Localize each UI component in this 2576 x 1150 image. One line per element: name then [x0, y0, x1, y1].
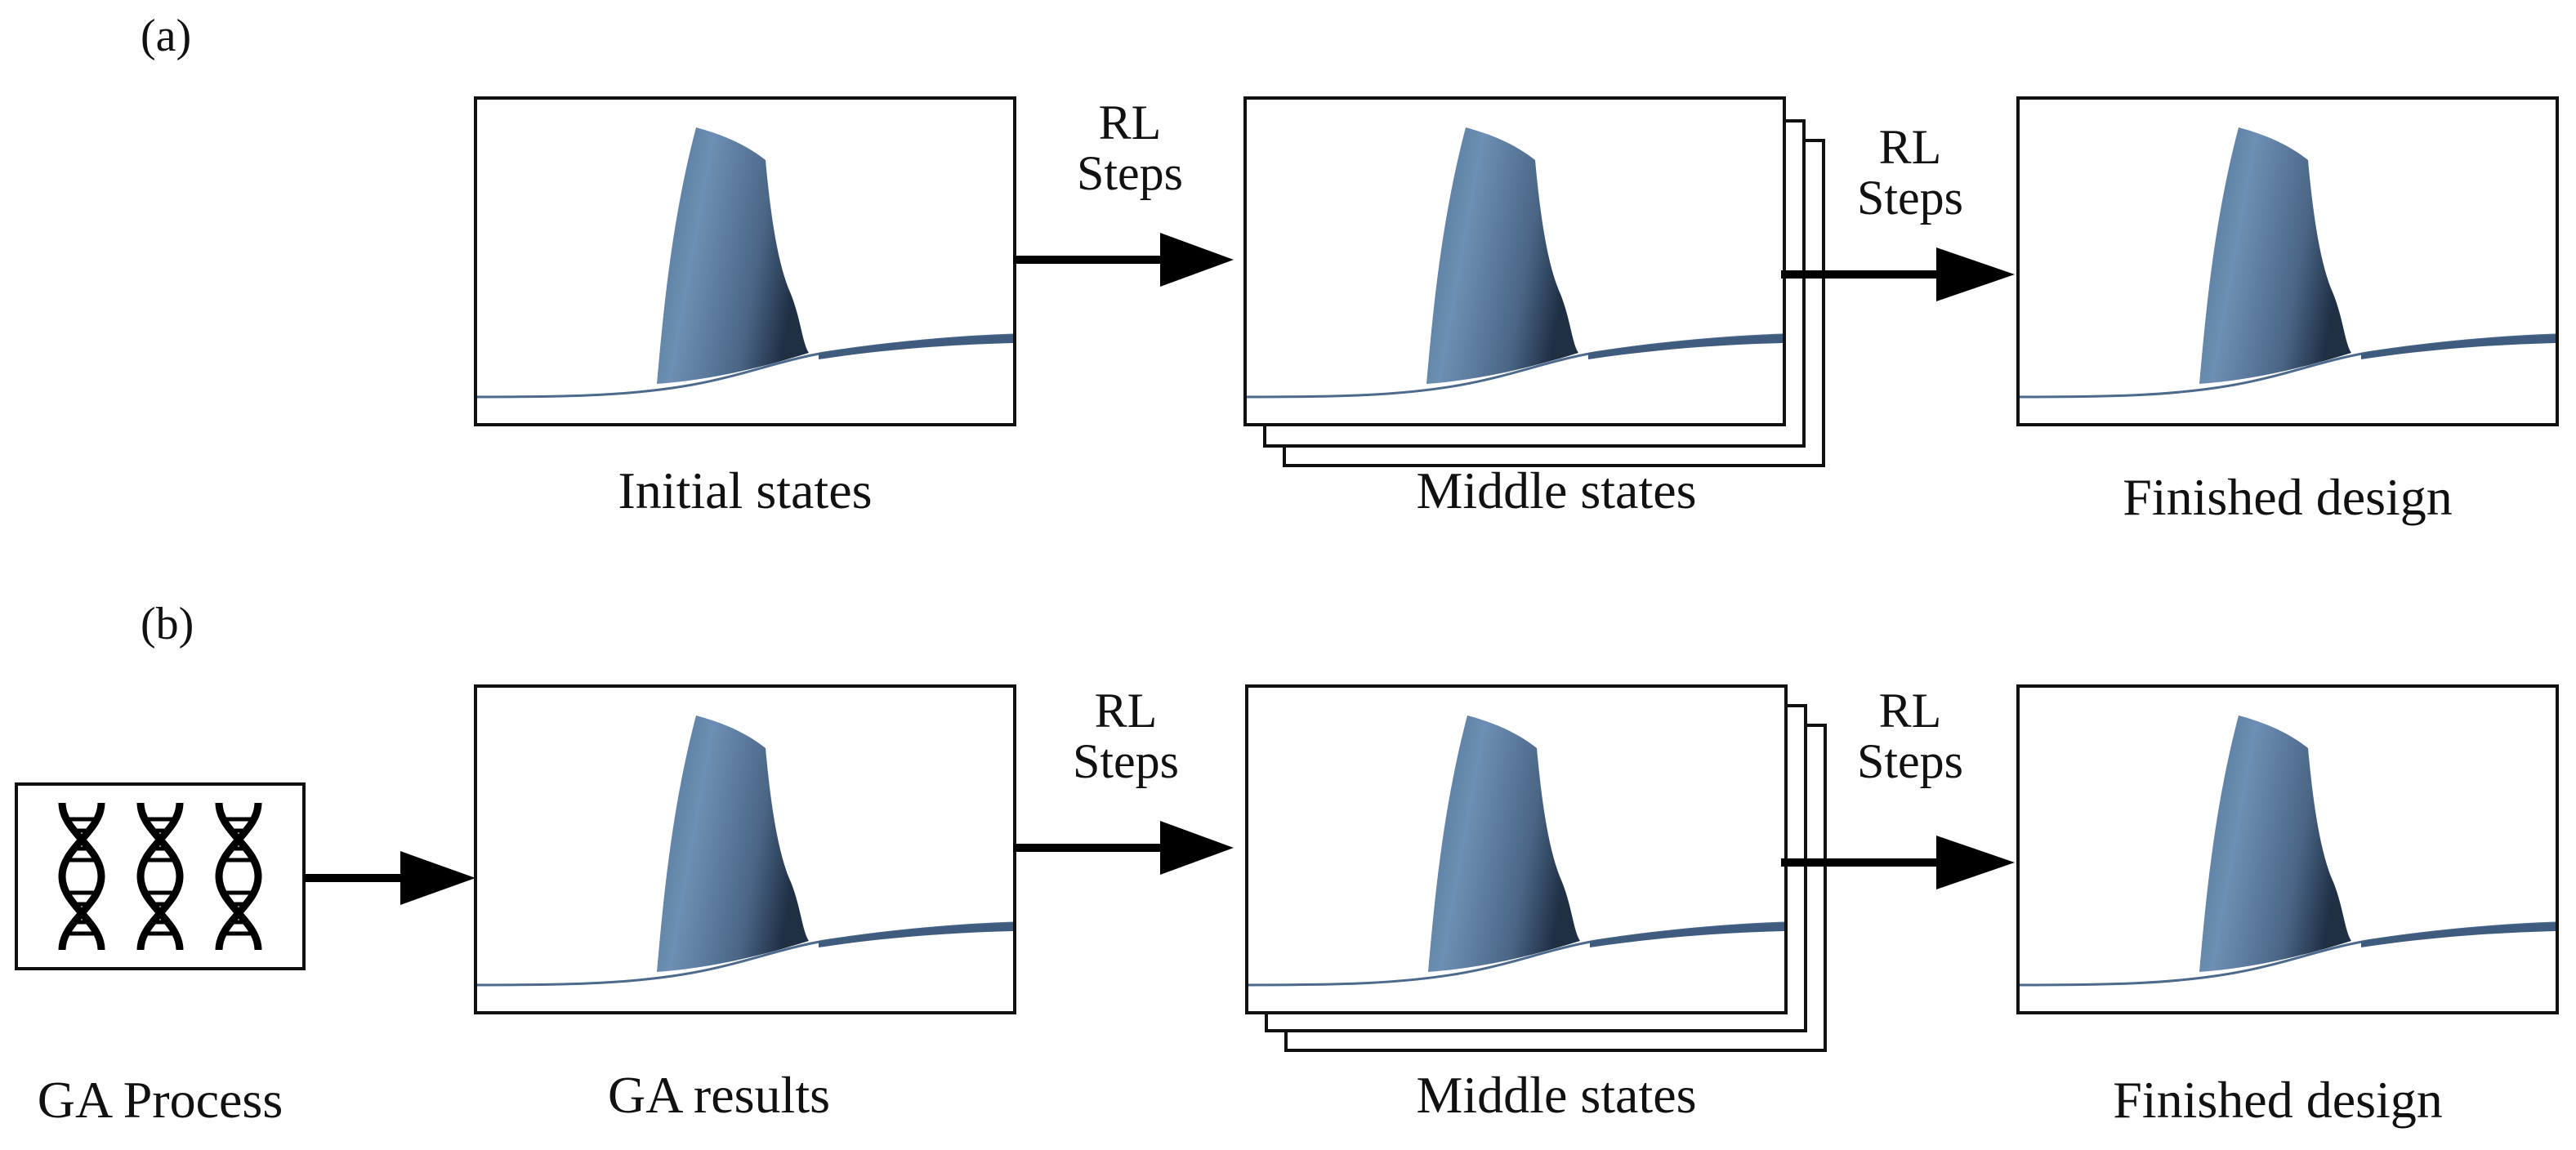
ga-arrow [304, 851, 475, 905]
rl-steps-arrow-b2 [1781, 836, 2015, 889]
panel-a: (a) Initial states RL Steps Middle state… [141, 11, 2559, 526]
arrow-a1-label-line1: RL [1099, 96, 1162, 149]
rl-steps-arrow-b1 [1013, 821, 1234, 875]
ga-results-caption: GA results [608, 1066, 830, 1124]
rl-steps-arrow-a2 [1781, 247, 2015, 301]
panel-b-label: (b) [141, 599, 194, 649]
ga-process-caption: GA Process [38, 1071, 283, 1129]
arrow-a2-label-line2: Steps [1857, 171, 1963, 225]
rl-steps-arrow-a1 [1013, 233, 1234, 287]
arrow-a1-label-line2: Steps [1077, 146, 1183, 200]
panel-a-label: (a) [141, 11, 191, 61]
finished-design-frame-b [2016, 684, 2559, 1014]
ga-results-frame [474, 684, 1016, 1014]
middle-states-stack [1243, 96, 1825, 467]
middle-states-caption-a: Middle states [1416, 461, 1696, 519]
ga-process-box [15, 782, 306, 970]
arrow-b1-label-line2: Steps [1073, 734, 1179, 788]
panel-b: (b) GA Process GA results RL Steps [15, 599, 2559, 1129]
arrow-b2-label-line1: RL [1879, 684, 1942, 738]
middle-states-stack-b [1245, 684, 1827, 1052]
initial-state-frame [474, 96, 1016, 426]
middle-states-caption-b: Middle states [1416, 1066, 1696, 1124]
initial-states-caption: Initial states [618, 461, 872, 519]
finished-design-frame-a [2016, 96, 2559, 426]
finished-design-caption-a: Finished design [2123, 468, 2453, 526]
arrow-b2-label-line2: Steps [1857, 734, 1963, 788]
arrow-a2-label-line1: RL [1879, 120, 1942, 174]
finished-design-caption-b: Finished design [2113, 1071, 2443, 1129]
arrow-b1-label-line1: RL [1095, 684, 1158, 738]
